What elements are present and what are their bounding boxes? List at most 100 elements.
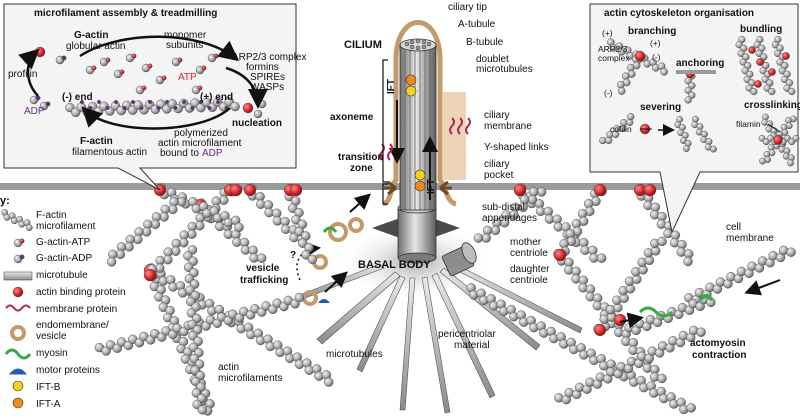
treadmill-arrow-top: [79, 35, 239, 62]
subdistal-label: sub-distal: [482, 202, 525, 213]
legend-motor-swatch: [8, 368, 28, 375]
axoneme-bracket: [382, 59, 388, 183]
bound-adp: [88, 105, 93, 110]
ciliary-membrane-label: ciliary: [484, 110, 510, 121]
actin-bead: [657, 236, 667, 247]
actin-bead: [234, 222, 244, 232]
transition-zone-label: transition: [338, 152, 384, 163]
actin-bead: [197, 405, 208, 415]
vesicle-trafficking-label-2: trafficking: [240, 275, 288, 286]
actin-bead: [750, 87, 758, 96]
bound-adp: [173, 105, 178, 110]
actin-bead: [324, 377, 334, 387]
polymerized-label-2: actin microfilament: [158, 138, 242, 149]
doublet-label: doublet: [476, 54, 509, 65]
g-actin-atp: [213, 53, 219, 59]
actin-bead: [605, 136, 613, 145]
microtubules-label: microtubules: [326, 349, 383, 360]
actin-bead: [253, 109, 263, 119]
monomer-label: monomer: [164, 30, 207, 41]
actin-binding-protein: [229, 183, 243, 197]
pocket-label: ciliary: [484, 159, 510, 170]
bundling-label: bundling: [740, 24, 782, 35]
actin-bead: [705, 138, 713, 145]
arp-label-2: complex: [598, 53, 630, 63]
ciliary-pocket-shade: [442, 92, 466, 180]
filamin: [773, 135, 783, 145]
legend-ift-a-swatch: [12, 397, 24, 409]
plus-label-2: (+): [650, 38, 661, 48]
legend: [1, 209, 33, 409]
actin-bead: [696, 123, 704, 130]
actin-bead: [529, 187, 539, 197]
g-actin-atp: [147, 63, 153, 69]
legend-adp: [19, 254, 25, 260]
actin-bead: [297, 238, 308, 248]
mother-centriole-label: mother: [510, 237, 542, 248]
legend-abp-swatch: [12, 286, 24, 298]
filamin-pointer: [767, 123, 781, 133]
legend-label-myosin: myosin: [36, 348, 68, 359]
bundling-protein: [756, 58, 764, 66]
cell-membrane-label: cell: [726, 222, 741, 233]
actin-bead: [307, 254, 318, 265]
actin-binding-protein: [243, 183, 257, 197]
legend-label-ift-a: IFT-A: [36, 399, 61, 410]
actin-binding-protein: [513, 183, 527, 197]
actin-bead: [626, 63, 635, 72]
organisation-title: actin cytoskeleton organisation: [604, 8, 754, 19]
actin-bead: [710, 145, 717, 153]
ift-a-particle: [405, 74, 417, 86]
actin-bead: [660, 67, 668, 76]
actin-bead: [701, 130, 708, 138]
motor-protein: [318, 299, 330, 303]
legend-label-endomembrane: endomembrane/: [36, 320, 109, 331]
actin-binding-protein: [143, 268, 157, 282]
polymerized-label: polymerized: [174, 128, 228, 139]
trafficking-arrow-2: [349, 193, 371, 213]
actin-bead: [473, 233, 484, 243]
cilium-title: CILIUM: [344, 39, 382, 51]
minus-label: (-): [652, 52, 661, 62]
bundling-protein: [768, 68, 776, 76]
profilin: [34, 46, 46, 58]
ift-label-2: IFT: [426, 179, 437, 194]
adp-label: ADP: [24, 106, 45, 117]
ift-label: IFT: [386, 79, 397, 94]
actin-bead: [617, 87, 626, 95]
severing-label: severing: [640, 102, 681, 113]
bound-adp: [96, 99, 101, 104]
f-actin-label: F-actin: [80, 136, 113, 147]
g-actin-atp: [131, 53, 137, 59]
legend-microtubule-swatch: [3, 271, 33, 281]
nucleation-label: nucleation: [232, 118, 282, 129]
daughter-centriole: [441, 242, 477, 277]
bundling-protein: [748, 46, 756, 54]
subunits-label: subunits: [166, 40, 203, 51]
vesicle: [302, 290, 318, 306]
g-actin-adp: [61, 55, 67, 61]
bound-adp: [181, 99, 186, 104]
subdistal-label-2: appendages: [482, 213, 537, 224]
g-actin-atp: [161, 75, 167, 81]
ift-b-particle-2: [414, 169, 426, 181]
actin-bead: [686, 403, 696, 413]
g-actin-label: G-actin: [74, 30, 108, 41]
g-actin-adp: [35, 95, 41, 101]
pocket-label-2: pocket: [484, 170, 514, 181]
vesicle-trafficking-label: vesicle: [246, 263, 280, 274]
actin-filaments: [94, 183, 796, 416]
daughter-centriole-label-2: centriole: [510, 275, 548, 286]
branching-label: branching: [628, 26, 676, 37]
actin-binding-protein: [613, 313, 627, 327]
g-actin-atp: [141, 85, 147, 91]
polymerized-label-3: bound to: [160, 148, 199, 159]
ciliary-membrane-label-2: membrane: [484, 121, 532, 132]
pcm-label: pericentriolar: [438, 329, 496, 340]
doublet-label-2: microtubules: [476, 64, 533, 75]
organisation-panel-content: [599, 35, 800, 167]
g-actin-atp: [197, 85, 203, 91]
actin-bead: [106, 257, 117, 267]
nucleator-2: formins: [246, 62, 279, 73]
legend-atp: [19, 238, 25, 244]
